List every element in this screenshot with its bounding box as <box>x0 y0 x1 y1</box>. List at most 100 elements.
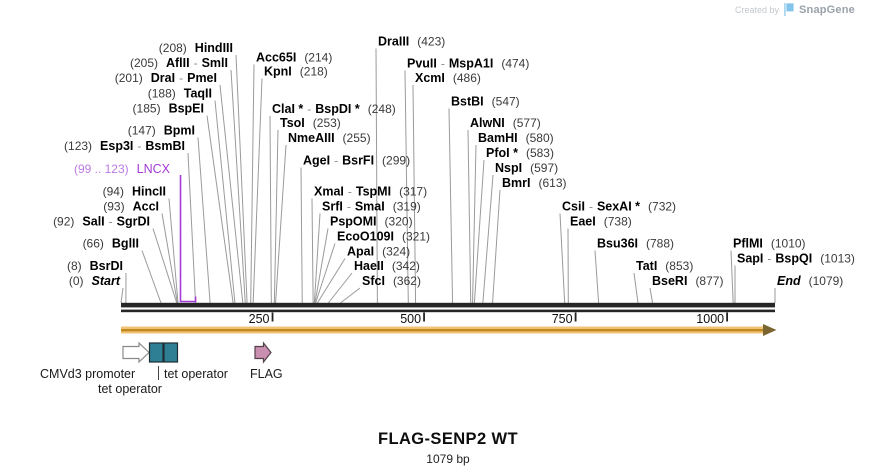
enzyme-label-clai-bspdi: ClaI *-BspDI *(248) <box>272 102 396 116</box>
enzyme-label-pflmi: PflMI(1010) <box>733 237 806 251</box>
leader-line-apai <box>316 258 346 304</box>
leader-line-hincii <box>168 198 179 304</box>
leader-line-tati <box>633 272 639 304</box>
leader-line-drai <box>219 84 244 304</box>
enzyme-label-eaei: EaeI(738) <box>570 215 632 229</box>
enzyme-label-pfoi: PfoI *(583) <box>486 146 554 160</box>
enzyme-label-bamhi: BamHI(580) <box>478 131 554 145</box>
ruler-label-500: 500 <box>400 312 421 326</box>
enzyme-label-sfci: SfcI(362) <box>362 274 421 288</box>
leader-line-ecoo109i <box>315 243 336 304</box>
leader-line-tsoi <box>273 129 279 304</box>
enzyme-label-agei-bsrfi: AgeI-BsrFI(299) <box>303 154 410 168</box>
leader-line-haeii <box>327 272 353 304</box>
enzyme-label-apai: ApaI(324) <box>347 245 410 259</box>
leader-line-acc65i <box>250 64 255 304</box>
enzyme-label-end: End(1079) <box>777 274 843 288</box>
leader-line-pflmi <box>730 250 734 304</box>
enzyme-label-pspomi: PspOMI(320) <box>330 215 413 229</box>
leader-line-bsu36i <box>594 250 600 304</box>
feature-label-tet-operator-1: tet operator <box>98 382 162 396</box>
feature-flag-arrow <box>254 341 272 364</box>
leader-line-bpmi <box>197 137 211 304</box>
leader-line-alwni <box>467 129 472 304</box>
enzyme-label-alwni: AlwNI(577) <box>470 116 541 130</box>
enzyme-label-haeii: HaeII(342) <box>354 259 420 273</box>
leader-line-esp3i <box>187 152 197 304</box>
leader-line-sali <box>152 228 178 304</box>
watermark: Created by SnapGene <box>735 3 855 16</box>
enzyme-label-tsoi: TsoI(253) <box>280 116 341 130</box>
leader-line-xmai <box>311 198 314 304</box>
enzyme-label-acc65i: Acc65I(214) <box>256 51 332 65</box>
leader-line-pvuii <box>404 70 409 304</box>
enzyme-label-sapi-bspqi: SapI-BspQI(1013) <box>737 252 855 266</box>
enzyme-label-bsu36i: Bsu36I(788) <box>597 237 674 251</box>
enzyme-label-kpni: KpnI(218) <box>264 65 328 79</box>
leader-line-bamhi <box>472 144 477 304</box>
leader-line-bseri <box>649 287 654 304</box>
leader-line-srfi <box>313 213 321 304</box>
leader-line-clai <box>269 115 272 304</box>
enzyme-label-bmri: BmrI(613) <box>502 176 567 190</box>
leader-line-pfoi <box>473 159 485 304</box>
enzyme-label-csii-sexai: CsiI-SexAI *(732) <box>562 200 676 214</box>
map-length: 1079 bp <box>426 452 470 466</box>
enzyme-label-hincii: (94)HincII <box>103 185 166 199</box>
enzyme-label-bseri: BseRI(877) <box>652 274 723 288</box>
title-block: FLAG-SENP2 WT 1079 bp <box>0 430 896 466</box>
leader-line-bglii <box>141 250 162 304</box>
ruler-label-750: 750 <box>552 312 573 326</box>
enzyme-label-bstbi: BstBI(547) <box>451 95 520 109</box>
enzyme-label-drai-pmei: (201)DraI-PmeI <box>115 71 217 85</box>
enzyme-label-sali-sgrdi: (92)SalI-SgrDI <box>53 215 150 229</box>
feature-label-cmvd3-promoter: CMVd3 promoter <box>40 367 136 381</box>
leader-line-bmri <box>492 189 501 304</box>
enzyme-label-esp3i-bsmbi: (123)Esp3I-BsmBI <box>64 139 185 153</box>
enzyme-label-xcmi: XcmI(486) <box>415 71 481 85</box>
enzyme-label-start: (0)Start <box>69 274 121 288</box>
watermark-created-by-text: Created by <box>734 4 779 15</box>
leader-line-nmeaiii <box>275 144 287 304</box>
leader-line-aflii <box>230 69 246 304</box>
leader-line-hindiii <box>235 54 248 304</box>
enzyme-label-bpmi: (147)BpmI <box>128 124 195 138</box>
feature-tet-operator-2-box <box>163 342 179 363</box>
leader-line-agei <box>300 167 303 304</box>
primer-label-lncx: (99 .. 123)LNCX <box>74 162 171 176</box>
enzyme-label-nmeaiii: NmeAIII(255) <box>288 131 371 145</box>
enzyme-label-hindiii: (208)HindIII <box>159 41 233 55</box>
enzyme-label-bglii: (66)BglII <box>83 237 139 251</box>
feature-label-tet-operator-2: tet operator <box>164 367 228 381</box>
enzyme-label-nspi: NspI(597) <box>495 161 558 175</box>
ruler-label-1000: 1000 <box>696 312 724 326</box>
sequence-bar-lower-line <box>121 309 775 313</box>
leader-line-xcmi <box>412 84 417 304</box>
leader-line-acci <box>161 213 178 304</box>
leader-line-pspomi <box>314 228 329 304</box>
enzyme-label-xmai-tspmi: XmaI-TspMI(317) <box>314 185 427 199</box>
sequence-span-core <box>121 329 763 332</box>
enzyme-label-taqii: (188)TaqII <box>148 87 212 101</box>
ruler-label-250: 250 <box>249 312 270 326</box>
enzyme-label-tati: TatI(853) <box>636 259 693 273</box>
snapgene-logo-icon <box>783 3 794 16</box>
enzyme-label-pvuii-mspa1i: PvuII-MspA1I(474) <box>407 57 529 71</box>
leader-line-draiii <box>375 48 378 304</box>
sequence-span-arrowhead <box>763 324 777 336</box>
enzyme-label-acci: (93)AccI <box>103 200 159 214</box>
enzyme-label-ecoo109i: EcoO109I(321) <box>337 230 430 244</box>
leader-line-csii <box>559 213 566 304</box>
leader-line-bstbi <box>448 108 454 304</box>
leader-line-taqii <box>214 100 236 304</box>
watermark-brand-text: SnapGene <box>798 3 855 16</box>
leader-line-kpni <box>252 78 263 304</box>
enzyme-label-bsrdi: (8)BsrDI <box>67 259 123 273</box>
leader-line-bspei <box>206 115 234 304</box>
leader-line-nspi <box>482 174 494 304</box>
feature-tet-operator-1-box <box>148 342 164 363</box>
sequence-bar <box>121 302 775 308</box>
enzyme-label-srfi-smai: SrfI-SmaI(319) <box>322 200 421 214</box>
